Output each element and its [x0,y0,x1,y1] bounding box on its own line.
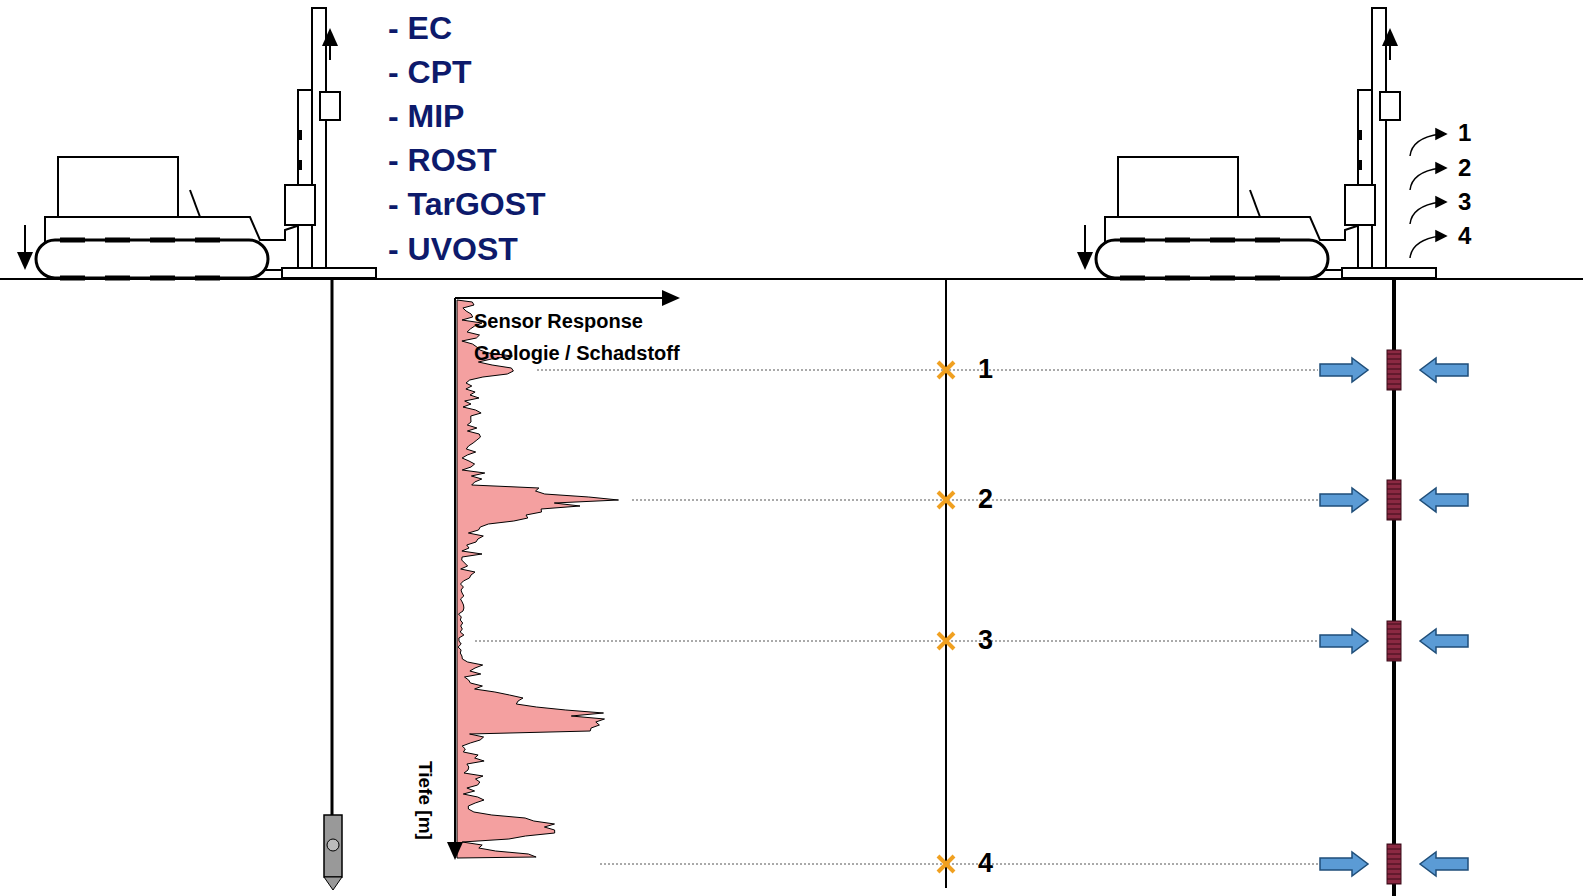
callout-number: 4 [1458,224,1471,248]
axis-label: Geologie / Schadstoff [474,343,680,363]
axis-label: Sensor Response [474,311,643,331]
method-label: - ROST [388,144,496,176]
probe-tip [324,815,342,877]
drill-rig [1085,8,1436,278]
callout-number: 1 [1458,121,1471,145]
drill-rig [25,8,376,278]
method-label: - MIP [388,100,464,132]
callout-number: 2 [1458,156,1471,180]
sensor-log [457,300,619,858]
callout-number: 3 [978,627,993,654]
method-label: - EC [388,12,452,44]
method-label: - CPT [388,56,472,88]
probe-rod [331,279,334,815]
axis-label: Tiefe [m] [416,761,435,840]
callout-number: 3 [1458,190,1471,214]
callout-number: 1 [978,356,993,383]
method-label: - TarGOST [388,188,546,220]
method-label: - UVOST [388,233,518,265]
callout-number: 2 [978,486,993,513]
callout-number: 4 [978,850,993,877]
ground-line [0,278,1583,280]
